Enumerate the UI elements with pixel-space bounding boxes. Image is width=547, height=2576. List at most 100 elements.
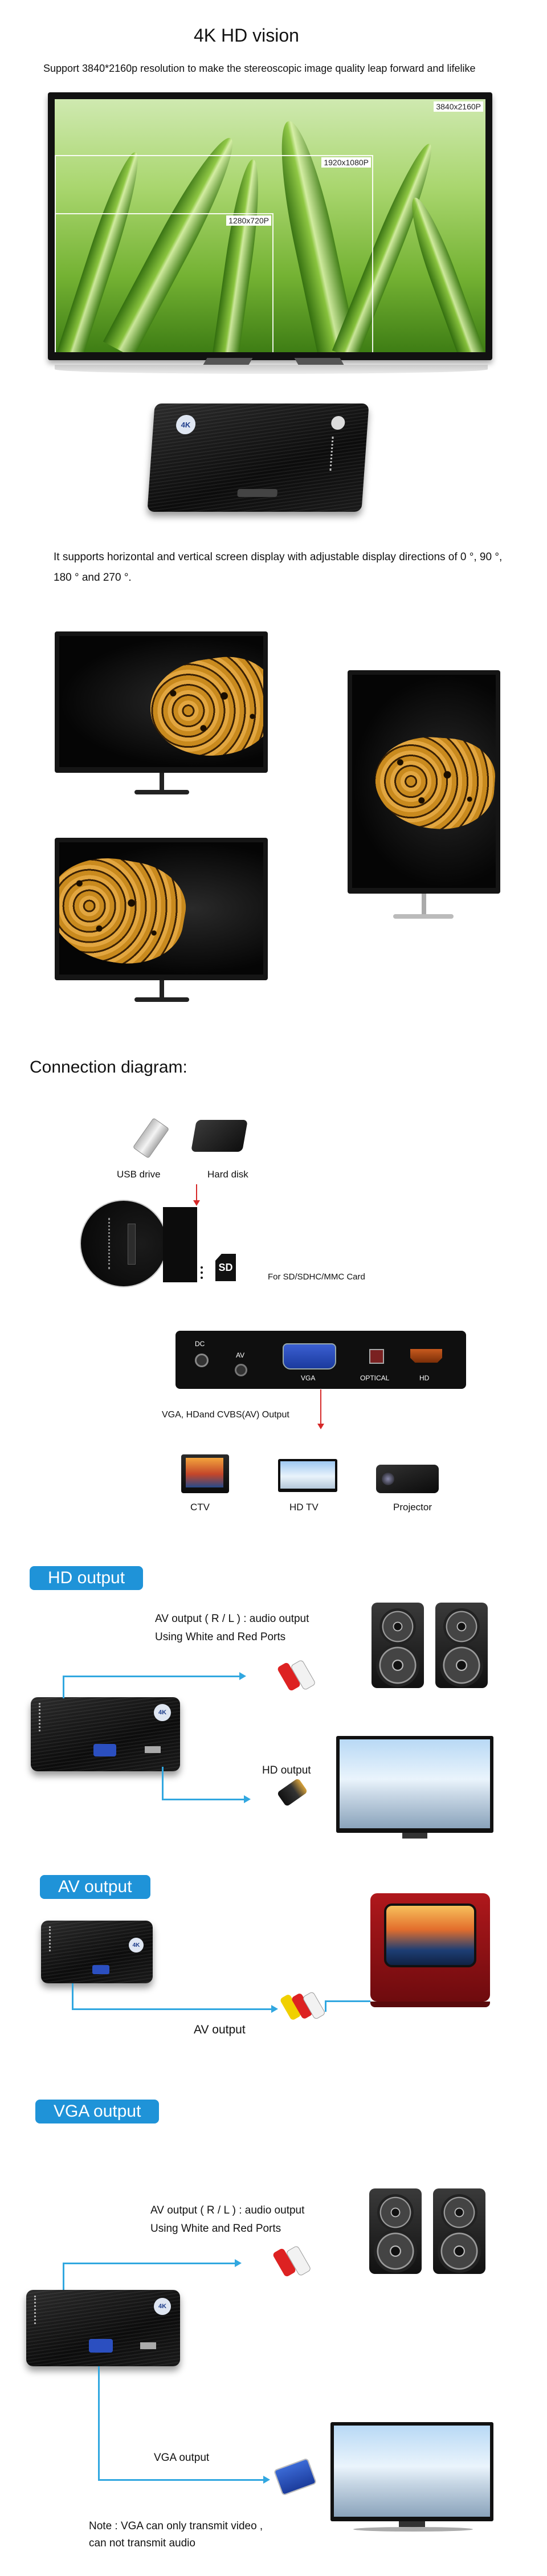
- arrow-line-storage: [196, 1184, 197, 1201]
- leopard-image: [144, 650, 263, 764]
- vga-note-line2: can not transmit audio: [89, 2537, 195, 2549]
- tv-foot-right: [294, 358, 344, 365]
- flat-tv-hd: [336, 1736, 493, 1833]
- side-buttons-icon: [108, 1218, 115, 1269]
- player-buttons-icon-av: [49, 1926, 55, 1951]
- vga-note-line1: Note : VGA can only transmit video ,: [89, 2520, 263, 2532]
- vga-av-arrow: [235, 2259, 242, 2267]
- av-cable-to-tv: [325, 2000, 370, 2002]
- device-label-ctv: CTV: [190, 1502, 210, 1513]
- optical-port-icon: [369, 1349, 384, 1364]
- player-buttons-icon-vga: [34, 2296, 40, 2324]
- av-cable-down: [72, 1983, 74, 2010]
- flat-tv-vga: [330, 2422, 493, 2521]
- speaker-left-icon: [372, 1603, 424, 1688]
- monitor-base: [134, 790, 189, 794]
- port-label-av: AV: [236, 1351, 245, 1359]
- hd-output-label: HD output: [262, 1764, 311, 1776]
- vga-av-cable-up: [63, 2263, 64, 2291]
- player-logo-icon-vga: 4K: [154, 2298, 171, 2315]
- hd-cable-plug-icon: [276, 1778, 308, 1807]
- arrow-line-output: [320, 1389, 321, 1425]
- player-hd-port-icon-vga: [140, 2342, 156, 2349]
- side-panel-zoom: [80, 1200, 168, 1287]
- usb-label: USB drive: [117, 1169, 161, 1180]
- av-cable-up-to-tv: [325, 2000, 326, 2012]
- port-label-dc: DC: [195, 1340, 205, 1348]
- player-hd-port-icon: [145, 1746, 161, 1753]
- vga-cable-horizontal: [98, 2479, 263, 2481]
- speaker-right-icon: [435, 1603, 488, 1688]
- flat-tv-hd-stand: [402, 1833, 427, 1839]
- player-logo-icon-av: 4K: [129, 1938, 144, 1953]
- speaker-left-icon-vga: [369, 2188, 422, 2274]
- monitor-base-2: [134, 997, 189, 1002]
- player-vga-port-icon-vga: [89, 2339, 113, 2353]
- port-label-optical: OPTICAL: [360, 1374, 390, 1382]
- player-hd-section: 4K: [31, 1697, 180, 1771]
- player-av-section: 4K: [41, 1921, 153, 1983]
- pill-vga-output: VGA output: [35, 2100, 160, 2123]
- flat-tv-vga-stand: [399, 2521, 425, 2527]
- media-player-box: 4K: [147, 403, 369, 512]
- av-cable-arrow: [271, 2005, 278, 2013]
- monitor-0-degrees: [55, 631, 268, 773]
- res-label-3840: 3840x2160P: [434, 101, 483, 112]
- monitor-neck-2: [160, 980, 164, 997]
- outputs-label: VGA, HDand CVBS(AV) Output: [162, 1410, 289, 1420]
- device-label-projector: Projector: [393, 1502, 432, 1513]
- leopard-image-flipped: [59, 848, 193, 973]
- port-label-hd: HD: [419, 1374, 430, 1382]
- res-box-1280: 1280x720P: [55, 213, 274, 352]
- av-output-label: AV output: [194, 2023, 246, 2036]
- monitor-base-vertical: [393, 914, 454, 919]
- player-buttons-icon: [39, 1703, 45, 1731]
- dc-port-icon: [195, 1354, 209, 1367]
- res-label-1280: 1280x720P: [226, 215, 271, 226]
- vga-av-line2: Using White and Red Ports: [150, 2223, 281, 2235]
- vga-av-cable-horizontal: [63, 2263, 235, 2264]
- hd-port-icon: [410, 1349, 442, 1363]
- hdd-label: Hard disk: [207, 1169, 248, 1180]
- tv-stand-base: [55, 365, 488, 374]
- vga-plug-icon: [273, 2457, 317, 2496]
- player-vga-port-icon: [93, 1744, 116, 1756]
- tv-screen-grass: 3840x2160P 1920x1080P 1280x720P: [55, 99, 485, 352]
- res-label-1920: 1920x1080P: [321, 157, 371, 168]
- player-vga-port-icon-av: [92, 1965, 109, 1974]
- arrow-head-storage: [193, 1200, 200, 1206]
- hd-av-cable-up: [63, 1676, 64, 1698]
- res-box-3840: 3840x2160P: [55, 99, 485, 352]
- arrow-head-output: [317, 1424, 324, 1429]
- front-ir-window: [237, 489, 278, 497]
- vga-port-icon: [283, 1343, 336, 1369]
- rotation-description: It supports horizontal and vertical scre…: [54, 551, 503, 584]
- vga-cable-arrow: [263, 2476, 270, 2484]
- section-title-4k: 4K HD vision: [194, 25, 299, 46]
- player-rear-panel: DC AV VGA OPTICAL HD: [175, 1331, 466, 1389]
- pill-hd-output: HD output: [30, 1566, 144, 1590]
- usb-slot-icon: [128, 1224, 136, 1265]
- vga-av-line1: AV output ( R / L ) : audio output: [150, 2204, 305, 2216]
- hd-av-cable-horizontal: [63, 1676, 239, 1677]
- pill-av-output: AV output: [40, 1875, 150, 1899]
- hd-av-line2: Using White and Red Ports: [155, 1631, 286, 1643]
- av-cable-horizontal: [72, 2008, 271, 2010]
- tv-foot-left: [203, 358, 253, 365]
- sd-insert-arrow-icon: [201, 1266, 211, 1279]
- hd-cable-down: [162, 1767, 164, 1800]
- hd-cable-horizontal: [162, 1799, 245, 1800]
- hd-av-arrow: [239, 1672, 246, 1680]
- monitor-neck-vertical: [422, 894, 426, 916]
- crt-tv-av-base: [370, 2002, 490, 2007]
- vga-output-label: VGA output: [154, 2452, 210, 2464]
- monitor-90-degrees: [348, 670, 500, 894]
- monitor-180-degrees: [55, 838, 268, 980]
- hard-disk-icon: [191, 1120, 248, 1152]
- leopard-image-vertical: [372, 733, 496, 833]
- device-label-hdtv: HD TV: [289, 1502, 319, 1513]
- sd-card-icon: SD: [215, 1254, 236, 1281]
- player-logo-icon: 4K: [154, 1704, 171, 1721]
- usb-drive-icon: [132, 1118, 170, 1159]
- hero-description: Support 3840*2160p resolution to make th…: [43, 63, 476, 74]
